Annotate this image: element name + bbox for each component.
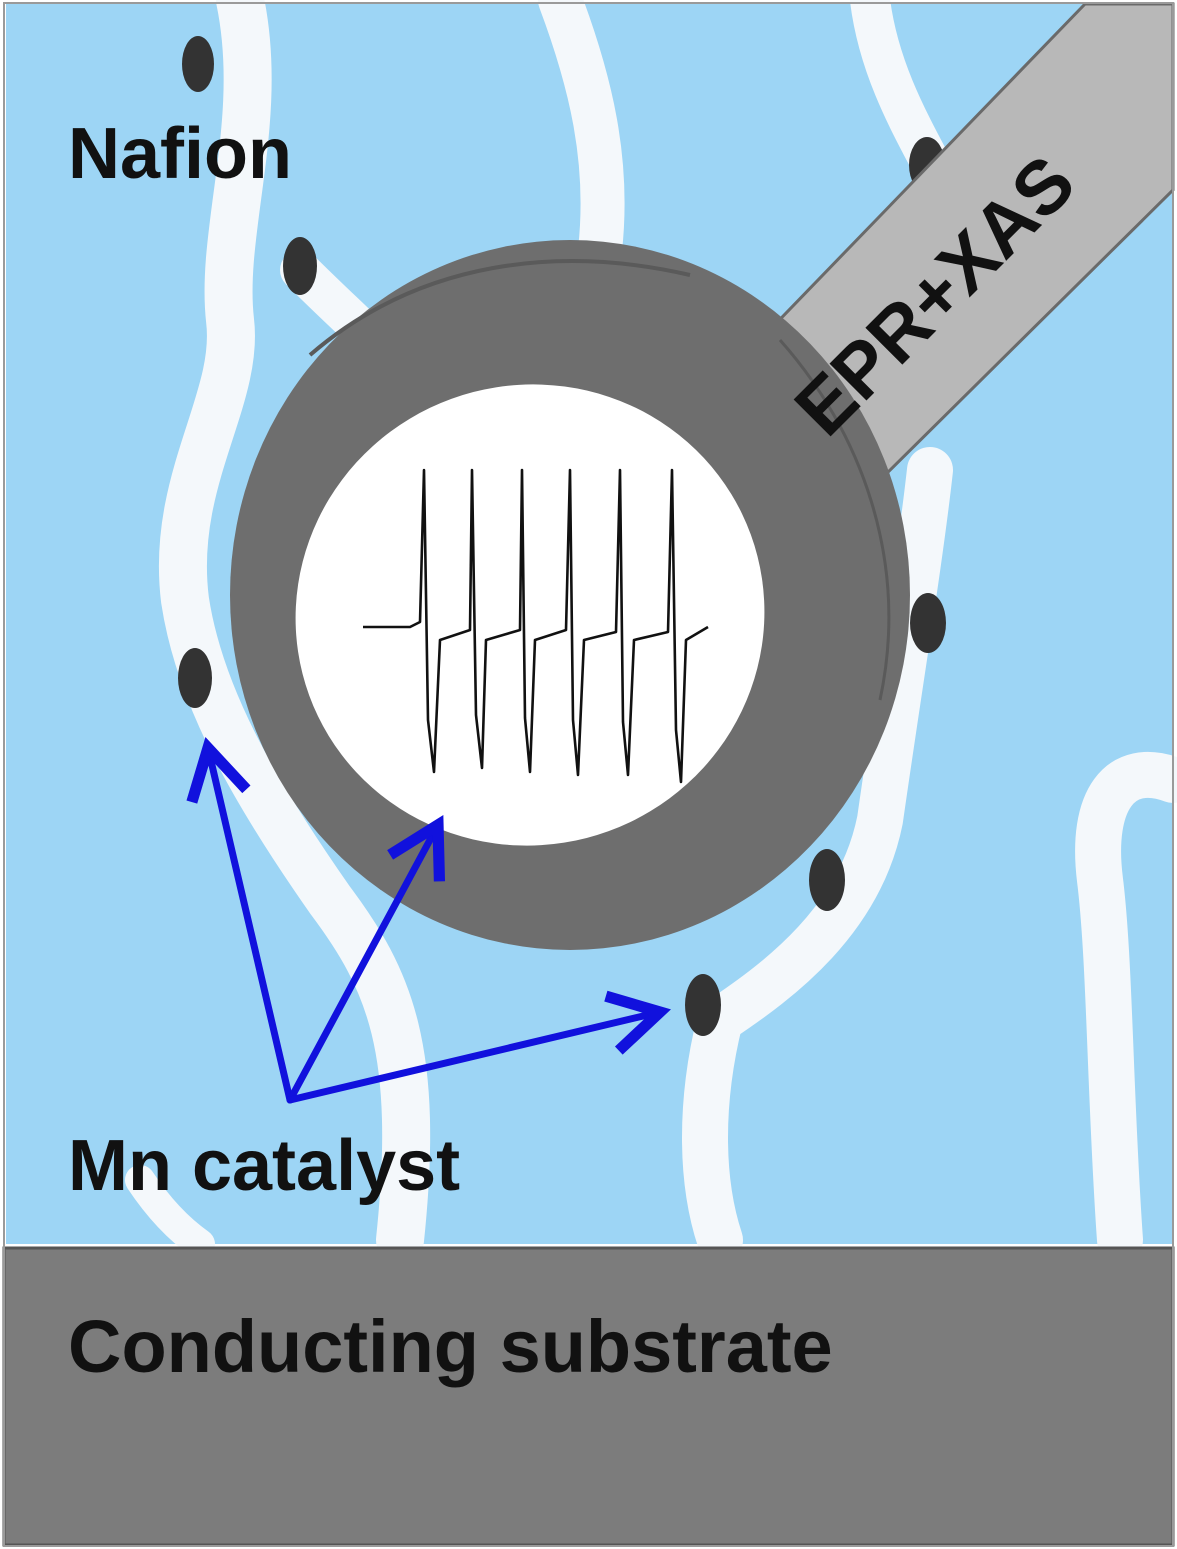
catalyst-particle xyxy=(809,849,845,911)
probe-cylinder xyxy=(230,240,910,950)
substrate-label: Conducting substrate xyxy=(68,1305,833,1388)
catalyst-particle xyxy=(182,36,214,92)
catalyst-arrows xyxy=(186,737,671,1104)
epr-spectrum xyxy=(363,468,709,784)
arrow-to-bottom-particle xyxy=(286,990,671,1104)
arrow-to-probe xyxy=(286,815,446,1104)
catalyst-label: Mn catalyst xyxy=(68,1126,460,1206)
arrow-to-left-particle xyxy=(186,737,294,1104)
catalyst-particles xyxy=(178,36,946,1036)
catalyst-particle xyxy=(910,593,946,653)
nafion-label: Nafion xyxy=(68,114,292,194)
frame xyxy=(3,2,1174,1547)
conducting-substrate xyxy=(2,1246,1175,1547)
probe-window xyxy=(295,384,765,846)
catalyst-particle xyxy=(283,237,317,295)
catalyst-particle xyxy=(685,974,721,1036)
catalyst-particle xyxy=(178,648,212,708)
